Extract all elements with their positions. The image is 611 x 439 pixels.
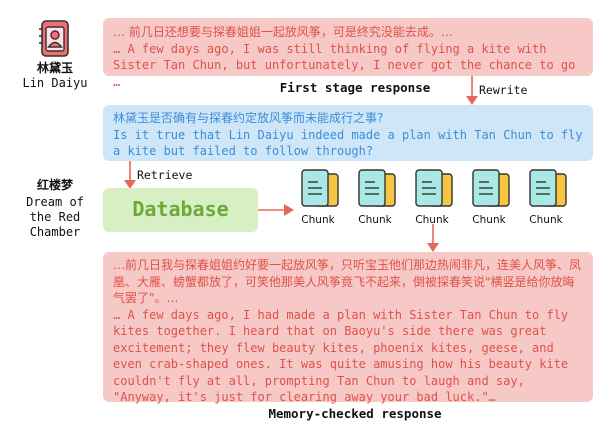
person-badge-icon (39, 20, 69, 57)
chunk-label: Chunk (301, 214, 335, 226)
chunk-list: Chunk Chunk Chunk Chunk (296, 168, 586, 228)
character-avatar (38, 20, 72, 58)
book-title-en-line1: Dream of (26, 195, 84, 209)
chunk-label: Chunk (358, 214, 392, 226)
chunk-item: Chunk (524, 168, 571, 226)
chunks-to-response-arrow (427, 224, 439, 252)
query-en: Is it true that Lin Daiyu indeed made a … (113, 127, 583, 159)
book-title-zh: 红楼梦 (36, 178, 73, 192)
document-icon (358, 169, 396, 207)
character-name-zh: 林黛玉 (36, 61, 73, 75)
chunk-item: Chunk (410, 168, 457, 226)
retrieve-arrow (124, 161, 136, 189)
document-icon (415, 169, 453, 207)
checked-response-en: … A few days ago, I had made a plan with… (113, 307, 569, 405)
first-response-zh: … 前几日还想要与探春姐姐一起放风筝，可是终究没能去成。… (113, 25, 453, 39)
chunk-label: Chunk (529, 214, 563, 226)
document-icon (529, 169, 567, 207)
character-name-en: Lin Daiyu (22, 76, 88, 90)
chunk-item: Chunk (353, 168, 400, 226)
chunk-item: Chunk (296, 168, 343, 226)
query-zh: 林黛玉是否确有与探春约定放风筝而未能成行之事? (113, 111, 384, 125)
chunk-item: Chunk (467, 168, 514, 226)
memory-checked-caption: Memory-checked response (268, 406, 442, 421)
book-title-en-line3: Chamber (29, 225, 81, 239)
document-icon (301, 169, 339, 207)
book-title-en-line2: the Red (29, 210, 81, 224)
rewrite-label: Rewrite (479, 83, 528, 97)
first-stage-caption: First stage response (279, 80, 431, 95)
first-response-en: … A few days ago, I was still thinking o… (113, 41, 576, 89)
document-icon (472, 169, 510, 207)
memory-checked-response-box: …前几日我与探春姐姐约好要一起放风筝，只听宝玉他们那边热闹非凡，连美人风筝、凤凰… (103, 252, 593, 404)
database-box: Database (103, 188, 258, 232)
first-stage-response-box: … 前几日还想要与探春姐姐一起放风筝，可是终究没能去成。… … A few da… (103, 18, 593, 89)
chunk-label: Chunk (472, 214, 506, 226)
rewrite-arrow (466, 76, 478, 105)
database-to-chunks-arrow (258, 204, 294, 216)
checked-response-zh: …前几日我与探春姐姐约好要一起放风筝，只听宝玉他们那边热闹非凡，连美人风筝、凤凰… (113, 258, 582, 305)
rewritten-query-box: 林黛玉是否确有与探春约定放风筝而未能成行之事? Is it true that … (103, 105, 593, 161)
retrieve-label: Retrieve (137, 168, 193, 182)
chunk-label: Chunk (415, 214, 449, 226)
database-label: Database (132, 197, 229, 221)
